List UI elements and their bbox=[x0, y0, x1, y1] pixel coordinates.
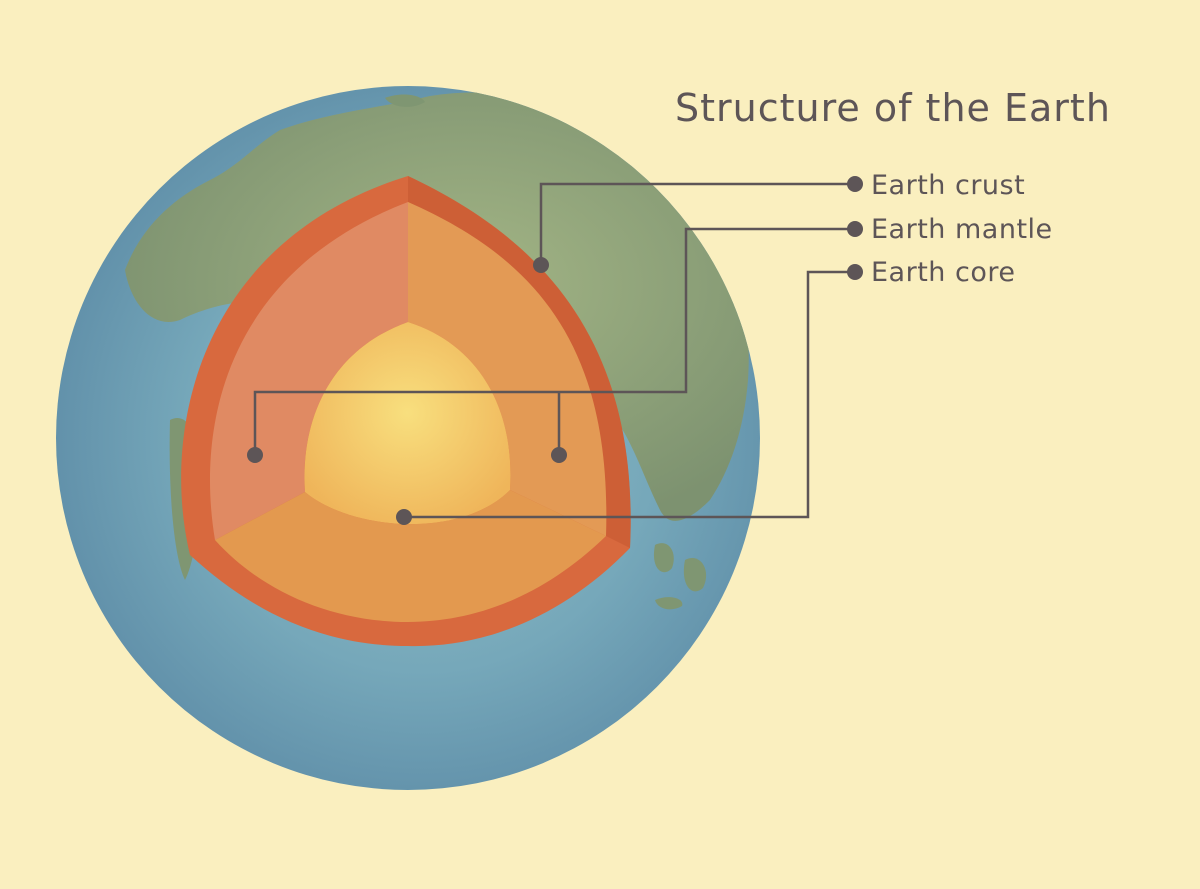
core-layer bbox=[304, 322, 511, 525]
marker-dot-mantle-left bbox=[247, 447, 263, 463]
legend-dot-crust bbox=[847, 176, 863, 192]
marker-dot-mantle-right bbox=[551, 447, 567, 463]
island-2 bbox=[683, 558, 707, 592]
legend-label-crust: Earth crust bbox=[871, 170, 1025, 201]
island-top bbox=[385, 94, 425, 107]
legend-dot-core bbox=[847, 264, 863, 280]
legend-dot-mantle bbox=[847, 221, 863, 237]
mantle-bottom-face bbox=[215, 490, 606, 622]
leader-line-mantle bbox=[253, 227, 855, 455]
island-1 bbox=[653, 543, 674, 573]
marker-dot-crust bbox=[533, 257, 549, 273]
leader-line-crust bbox=[539, 182, 855, 265]
diagram-title: Structure of the Earth bbox=[675, 86, 1111, 130]
marker-dot-core bbox=[396, 509, 412, 525]
island-3 bbox=[655, 597, 683, 610]
leader-line-core bbox=[404, 270, 855, 519]
legend-label-core: Earth core bbox=[871, 257, 1015, 288]
legend-label-mantle: Earth mantle bbox=[871, 214, 1053, 245]
